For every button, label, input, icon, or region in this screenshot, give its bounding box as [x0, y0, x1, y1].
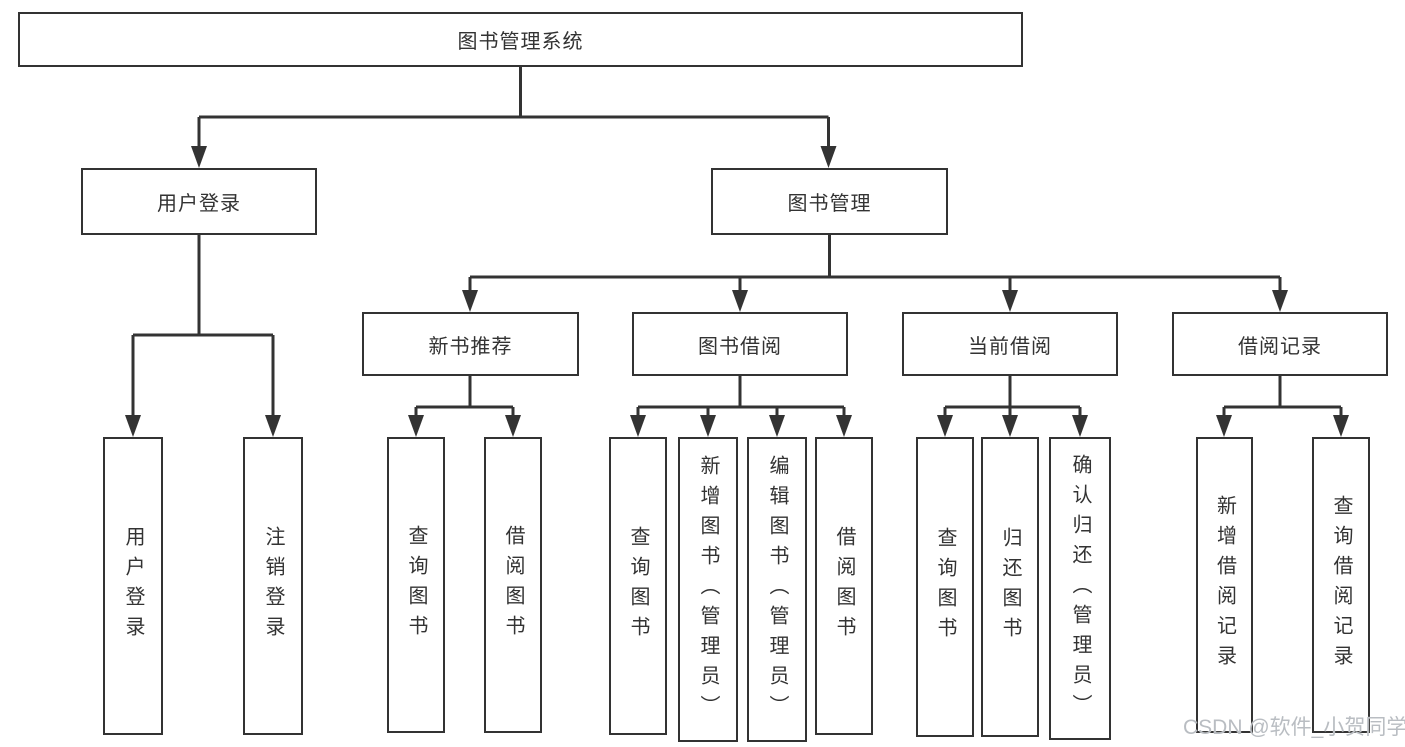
arrowhead [505, 415, 521, 437]
leaf-current-confirm-return-admin: 确认归还（管理员） [1049, 437, 1111, 740]
leaf-borrow-edit-books-admin: 编辑图书（管理员） [747, 437, 807, 742]
arrowhead [836, 415, 852, 437]
node-book-borrowing-label: 图书借阅 [698, 335, 782, 358]
arrowhead [732, 290, 748, 312]
arrowhead [820, 146, 837, 168]
leaf-borrow-edit-books-admin-label: 编辑图书（管理员） [766, 454, 788, 725]
node-book-management-label: 图书管理 [787, 193, 872, 215]
node-user-login-label: 用户登录 [157, 193, 241, 215]
arrowhead [1272, 290, 1288, 312]
connector-borrow-to-leaves [636, 376, 846, 416]
csdn-watermark: CSDN @软件_小贺同学 [1183, 716, 1405, 739]
arrowhead [462, 290, 478, 312]
node-borrowing-records-label: 借阅记录 [1238, 335, 1322, 358]
arrowhead [700, 415, 716, 437]
arrowhead [1002, 290, 1018, 312]
leaf-borrow-query-books-label: 查询图书 [627, 526, 649, 646]
leaf-records-query-record-label: 查询借阅记录 [1330, 495, 1352, 675]
arrowhead [1002, 415, 1018, 437]
leaf-newbook-borrow-books: 借阅图书 [484, 437, 542, 733]
node-book-management: 图书管理 [711, 168, 948, 235]
leaf-newbook-borrow-books-label: 借阅图书 [502, 525, 524, 645]
connector-records-to-leaves [1222, 376, 1343, 416]
leaf-logout: 注销登录 [243, 437, 303, 735]
arrowhead [1333, 415, 1349, 437]
node-borrowing-records: 借阅记录 [1172, 312, 1388, 376]
leaf-borrow-borrow-books: 借阅图书 [815, 437, 873, 735]
node-root: 图书管理系统 [18, 12, 1023, 67]
arrowhead [937, 415, 953, 437]
arrowhead [769, 415, 785, 437]
leaf-newbook-query-books-label: 查询图书 [405, 525, 427, 645]
connector-newbook-to-leaves [414, 376, 515, 416]
node-user-login: 用户登录 [81, 168, 317, 235]
leaf-logout-label: 注销登录 [262, 526, 284, 646]
node-root-label: 图书管理系统 [457, 31, 584, 53]
connector-bookmgmt-to-level3 [468, 235, 1282, 291]
node-current-borrowing-label: 当前借阅 [968, 335, 1052, 358]
leaf-records-add-record: 新增借阅记录 [1196, 437, 1253, 733]
leaf-current-query-books: 查询图书 [916, 437, 974, 737]
arrowhead [408, 415, 424, 437]
connector-current-to-leaves [943, 376, 1082, 416]
leaf-current-query-books-label: 查询图书 [934, 527, 956, 647]
arrowhead [191, 146, 207, 168]
arrowhead [265, 415, 281, 437]
leaf-records-add-record-label: 新增借阅记录 [1213, 495, 1236, 675]
leaf-current-confirm-return-admin-label: 确认归还（管理员） [1069, 453, 1091, 724]
node-current-borrowing: 当前借阅 [902, 312, 1118, 376]
leaf-current-return-books-label: 归还图书 [999, 527, 1021, 647]
leaf-user-login-label: 用户登录 [122, 526, 144, 646]
connector-root-to-level2 [197, 67, 830, 148]
arrowhead [1216, 415, 1232, 437]
node-new-book-recommend-label: 新书推荐 [428, 335, 513, 358]
arrowhead [1072, 415, 1088, 437]
leaf-newbook-query-books: 查询图书 [387, 437, 445, 733]
node-new-book-recommend: 新书推荐 [362, 312, 579, 376]
leaf-borrow-query-books: 查询图书 [609, 437, 667, 735]
leaf-current-return-books: 归还图书 [981, 437, 1039, 737]
arrowhead [630, 415, 646, 437]
leaf-borrow-add-books-admin-label: 新增图书（管理员） [697, 454, 719, 725]
arrowhead [125, 415, 141, 437]
connector-userlogin-to-leaves [131, 235, 275, 416]
leaf-records-query-record: 查询借阅记录 [1312, 437, 1370, 733]
leaf-borrow-borrow-books-label: 借阅图书 [833, 526, 855, 646]
leaf-user-login: 用户登录 [103, 437, 163, 735]
node-book-borrowing: 图书借阅 [632, 312, 848, 376]
leaf-borrow-add-books-admin: 新增图书（管理员） [678, 437, 738, 742]
